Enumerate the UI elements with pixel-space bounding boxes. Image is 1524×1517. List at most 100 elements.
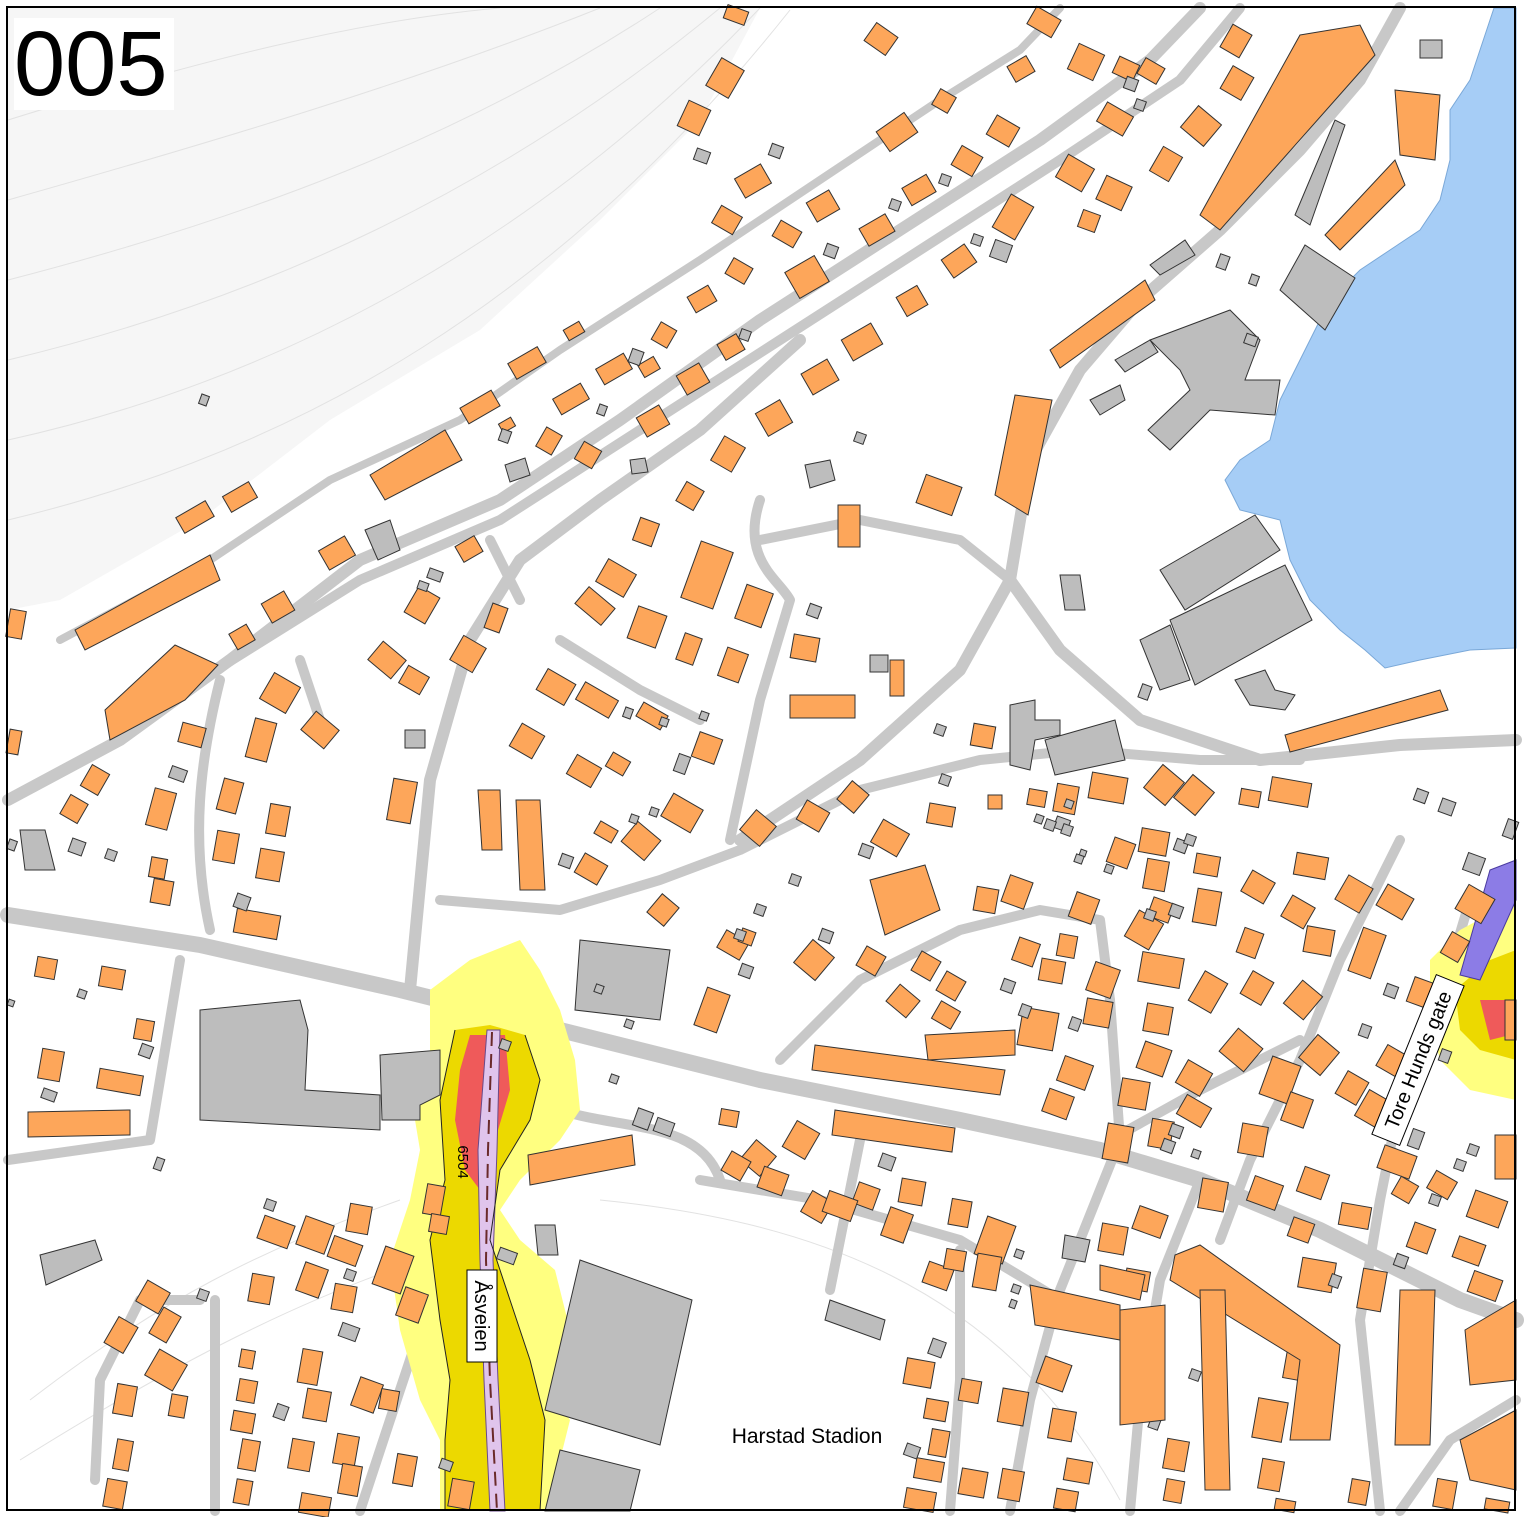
building (676, 99, 712, 137)
building (784, 254, 830, 300)
building (1174, 1059, 1214, 1097)
building (629, 457, 649, 475)
building (103, 1315, 139, 1355)
building (822, 242, 840, 260)
building (1504, 999, 1517, 1041)
building (863, 21, 899, 57)
building (680, 540, 734, 610)
building (1280, 894, 1316, 930)
building (1111, 55, 1141, 83)
building (1419, 39, 1443, 59)
building (821, 1189, 859, 1223)
building (1046, 1407, 1078, 1443)
building (326, 1234, 364, 1268)
building (1406, 1127, 1426, 1151)
building (1167, 1122, 1185, 1140)
building (795, 799, 831, 833)
building (102, 1477, 128, 1511)
building (1279, 1091, 1315, 1129)
building (969, 722, 997, 750)
road-label-box (1371, 973, 1465, 1147)
building (718, 1107, 740, 1129)
building (497, 1037, 513, 1053)
building (621, 706, 635, 720)
building (733, 163, 773, 199)
building (1219, 23, 1253, 59)
building (877, 1152, 897, 1172)
building (272, 1402, 290, 1422)
building (1375, 883, 1415, 921)
building (1122, 75, 1140, 93)
building (1191, 887, 1223, 927)
building (771, 219, 803, 249)
building (1297, 1256, 1337, 1294)
building (1059, 822, 1075, 838)
building (1251, 1397, 1289, 1443)
building (1297, 1033, 1341, 1077)
building (1243, 332, 1259, 348)
building (734, 583, 774, 629)
building (236, 1438, 262, 1472)
building (836, 780, 870, 814)
building (1437, 797, 1457, 817)
building (752, 902, 768, 918)
building (385, 777, 419, 825)
building (628, 813, 640, 825)
building (1337, 1201, 1373, 1231)
building (650, 321, 678, 349)
building (260, 590, 296, 624)
building (1097, 1222, 1129, 1256)
building (228, 623, 256, 651)
building (792, 938, 836, 982)
building (574, 939, 671, 1021)
building (573, 852, 609, 886)
building (996, 1387, 1030, 1427)
building (912, 1457, 946, 1483)
building (1076, 208, 1102, 234)
building (1029, 1284, 1121, 1341)
building (379, 1049, 441, 1121)
building (1062, 1457, 1094, 1485)
building (264, 802, 292, 838)
building (483, 602, 509, 634)
building (149, 877, 175, 907)
building (924, 1029, 1016, 1061)
building (804, 459, 836, 489)
building (675, 480, 705, 512)
building (1103, 863, 1115, 875)
building (852, 430, 868, 446)
building (33, 955, 59, 981)
building (199, 999, 381, 1131)
building (535, 667, 577, 707)
building (889, 659, 905, 697)
building (1218, 1027, 1264, 1073)
building (148, 1306, 182, 1344)
building (534, 1224, 559, 1256)
building (716, 646, 750, 684)
building (317, 535, 357, 571)
building (403, 585, 441, 625)
building (1142, 763, 1186, 807)
building (232, 907, 282, 941)
sea-water (1224, 7, 1517, 669)
building (824, 1299, 886, 1341)
building (6, 998, 16, 1008)
building (1055, 933, 1079, 959)
building (720, 1150, 752, 1182)
building (1017, 1003, 1033, 1019)
building (167, 1393, 189, 1419)
building (1357, 1023, 1373, 1039)
building (397, 664, 431, 696)
building (1175, 1093, 1213, 1129)
building (1302, 925, 1336, 957)
building (19, 829, 56, 871)
building (910, 950, 942, 982)
route-number-label: 6504 (454, 1145, 471, 1178)
building (1461, 851, 1487, 877)
building (927, 1337, 947, 1359)
building (869, 654, 889, 673)
building (1412, 787, 1430, 805)
building (754, 399, 794, 437)
building (737, 327, 753, 343)
